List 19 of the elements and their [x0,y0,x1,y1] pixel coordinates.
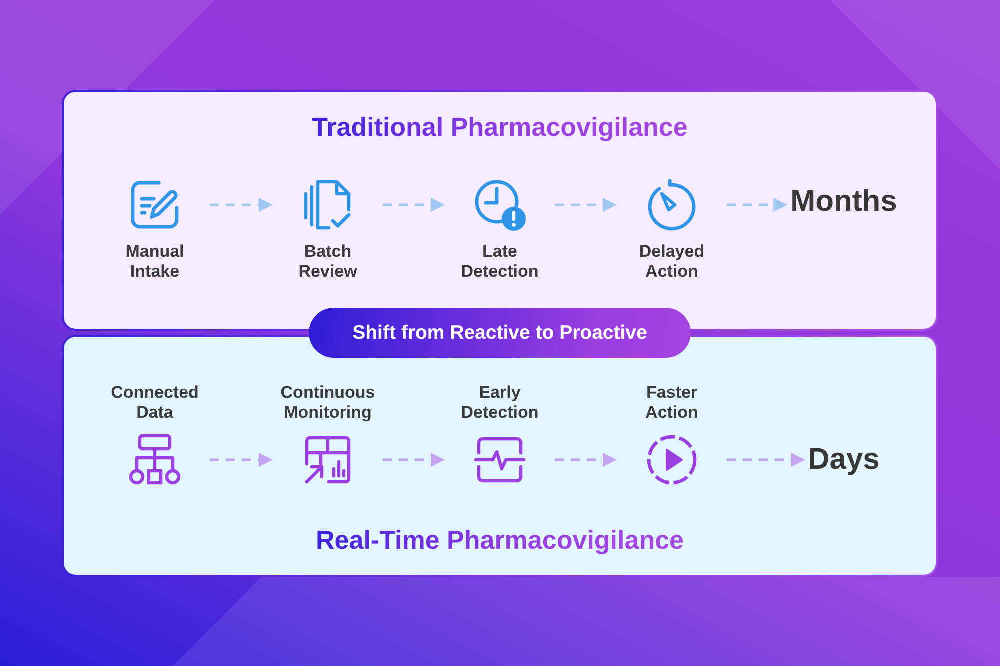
arrow [555,198,617,212]
step-label: Manual Intake [124,242,186,282]
arrow [727,453,806,467]
arrow [555,453,617,467]
step-label: Continuous Monitoring [280,383,376,423]
shift-banner: Shift from Reactive to Proactive [309,308,691,358]
step-label: Faster Action [644,383,700,423]
step-label: Early Detection [460,383,540,423]
arrow [383,453,445,467]
arrow [210,198,273,212]
arrow [210,453,273,467]
arrow [383,198,445,212]
step-label: Delayed Action [638,242,706,282]
step-label: Late Detection [460,242,540,282]
arrow [727,198,788,212]
step-label: Connected Data [110,383,200,423]
duration-label: Days [808,442,880,478]
duration-label: Months [790,184,898,220]
step-label: Batch Review [298,242,358,282]
